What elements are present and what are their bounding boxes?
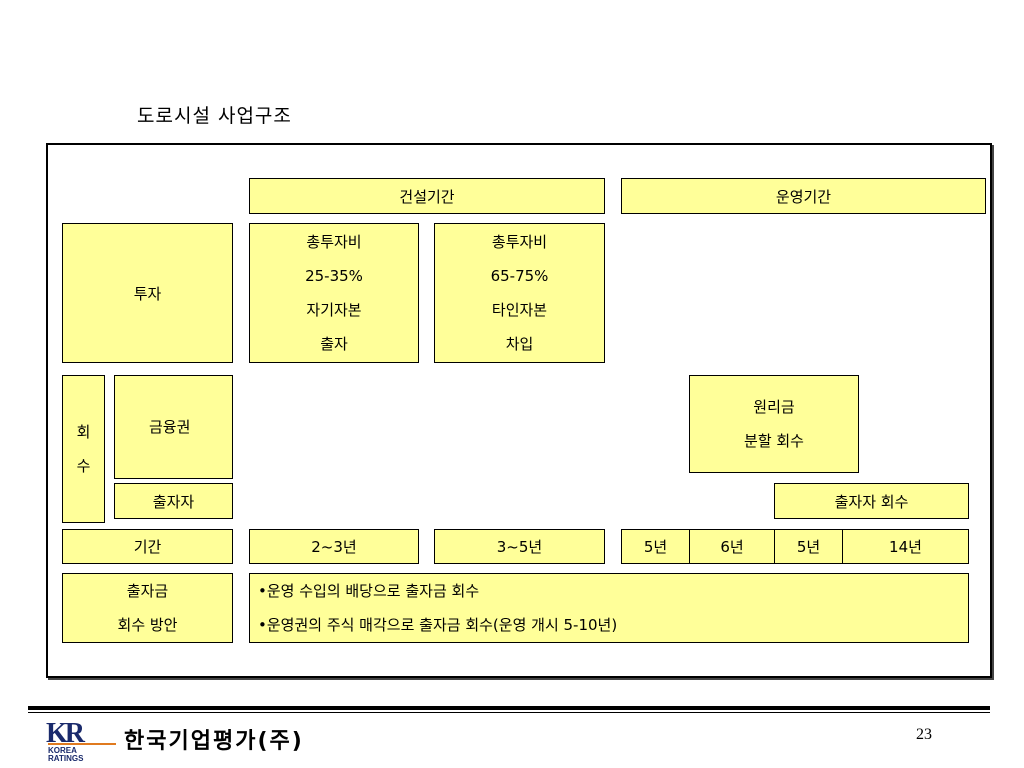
footer-rule-thin — [28, 712, 990, 713]
debt-line-4: 차입 — [505, 335, 534, 353]
investor-box: 출자자 — [114, 483, 233, 519]
method-label-line-2: 회수 방안 — [117, 616, 178, 634]
period-label: 기간 — [62, 529, 233, 564]
period-construction-1: 2~3년 — [249, 529, 419, 564]
equity-line-1: 총투자비 — [306, 233, 362, 251]
logo-text: KOREA RATINGS — [48, 747, 83, 763]
recovery-method-label: 출자금 회수 방안 — [62, 573, 233, 643]
recovery-char-1: 회 — [76, 423, 91, 441]
debt-line-3: 타인자본 — [491, 301, 548, 319]
footer-rule-thick — [28, 706, 990, 710]
recovery-label: 회 수 — [62, 375, 105, 523]
period-operation-2: 6년 — [689, 529, 775, 564]
method-item-2: •운영권의 주식 매각으로 출자금 회수(운영 개시 5-10년) — [258, 616, 618, 634]
logo-text-ratings: RATINGS — [48, 754, 84, 763]
equity-line-3: 자기자본 — [306, 301, 362, 319]
construction-period-header: 건설기간 — [249, 178, 605, 214]
method-label-line-1: 출자금 — [126, 582, 169, 600]
period-construction-2: 3~5년 — [434, 529, 605, 564]
diagram-frame — [46, 143, 992, 678]
investment-label: 투자 — [62, 223, 233, 363]
method-item-1: •운영 수입의 배당으로 출자금 회수 — [258, 582, 480, 600]
principal-line-2: 분할 회수 — [744, 432, 804, 450]
operation-period-header: 운영기간 — [621, 178, 986, 214]
period-operation-4: 14년 — [842, 529, 969, 564]
page-title: 도로시설 사업구조 — [137, 105, 292, 127]
investor-recovery-box: 출자자 회수 — [774, 483, 969, 519]
principal-line-1: 원리금 — [753, 398, 795, 416]
recovery-char-2: 수 — [76, 457, 91, 475]
logo-text-korea: KOREA — [48, 746, 77, 755]
debt-line-2: 65-75% — [490, 267, 549, 285]
debt-box: 총투자비 65-75% 타인자본 차입 — [434, 223, 605, 363]
korea-ratings-logo: KR — [46, 718, 116, 749]
debt-line-1: 총투자비 — [491, 233, 548, 251]
principal-recovery-box: 원리금 분할 회수 — [689, 375, 859, 473]
equity-line-2: 25-35% — [305, 267, 363, 285]
equity-box: 총투자비 25-35% 자기자본 출자 — [249, 223, 419, 363]
recovery-method-list: •운영 수입의 배당으로 출자금 회수 •운영권의 주식 매각으로 출자금 회수… — [249, 573, 969, 643]
period-operation-1: 5년 — [621, 529, 690, 564]
financial-institution-box: 금융권 — [114, 375, 233, 479]
page-number: 23 — [916, 726, 932, 743]
equity-line-4: 출자 — [320, 335, 348, 353]
company-name: 한국기업평가(주) — [124, 729, 304, 754]
period-operation-3: 5년 — [774, 529, 843, 564]
